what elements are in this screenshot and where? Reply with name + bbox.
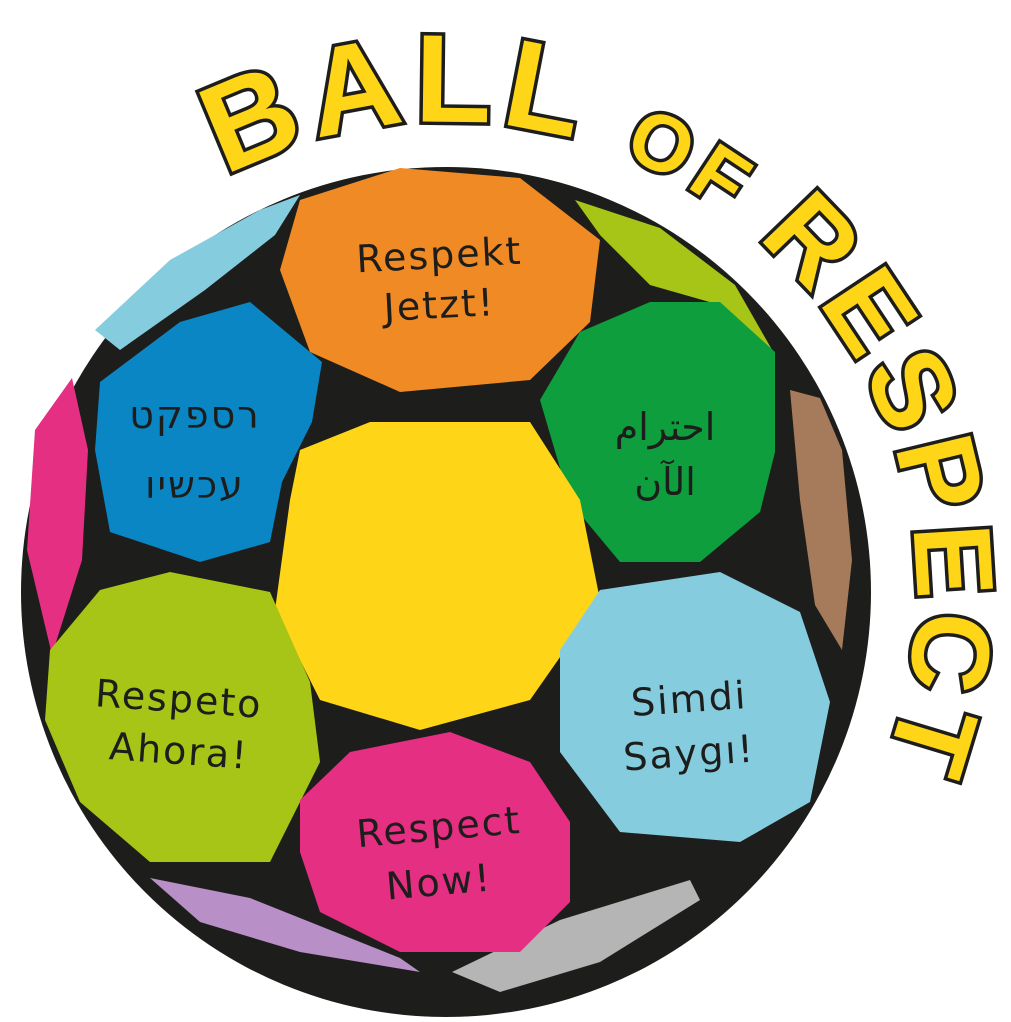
patch-green xyxy=(540,302,775,562)
patch-light-blue xyxy=(560,572,830,842)
arabic-line-2: الآن xyxy=(634,459,696,504)
patch-lime xyxy=(45,572,320,862)
turkish-line-1: Simdi xyxy=(630,673,749,725)
hebrew-line-1: רספקט xyxy=(129,393,260,437)
english-text: Respect Now! xyxy=(355,798,523,909)
patch-pink xyxy=(300,732,570,952)
patch-light-blue-top-left xyxy=(95,195,300,350)
patch-pink-left xyxy=(27,378,88,655)
german-line-1: Respekt xyxy=(355,229,523,282)
german-text: Respekt Jetzt! xyxy=(355,229,523,330)
turkish-text: Simdi Saygı! xyxy=(622,673,757,780)
patch-gray-bottom xyxy=(452,880,700,992)
spanish-line-2: Ahora! xyxy=(108,724,250,778)
patch-lime-top-right xyxy=(575,200,775,355)
turkish-line-2: Saygı! xyxy=(622,726,757,779)
patch-orange xyxy=(280,168,600,392)
patch-blue xyxy=(95,302,322,562)
arabic-line-1: احترام xyxy=(615,405,716,450)
patch-yellow-center xyxy=(275,422,600,730)
hebrew-line-2: עכשיו xyxy=(145,463,245,507)
arabic-text: احترام الآن xyxy=(615,405,716,504)
patch-brown-right xyxy=(790,390,852,650)
hebrew-text: רספקט עכשיו xyxy=(129,393,260,507)
patch-purple-bottom xyxy=(150,878,420,972)
english-line-2: Now! xyxy=(384,856,493,909)
german-line-2: Jetzt! xyxy=(380,280,496,330)
